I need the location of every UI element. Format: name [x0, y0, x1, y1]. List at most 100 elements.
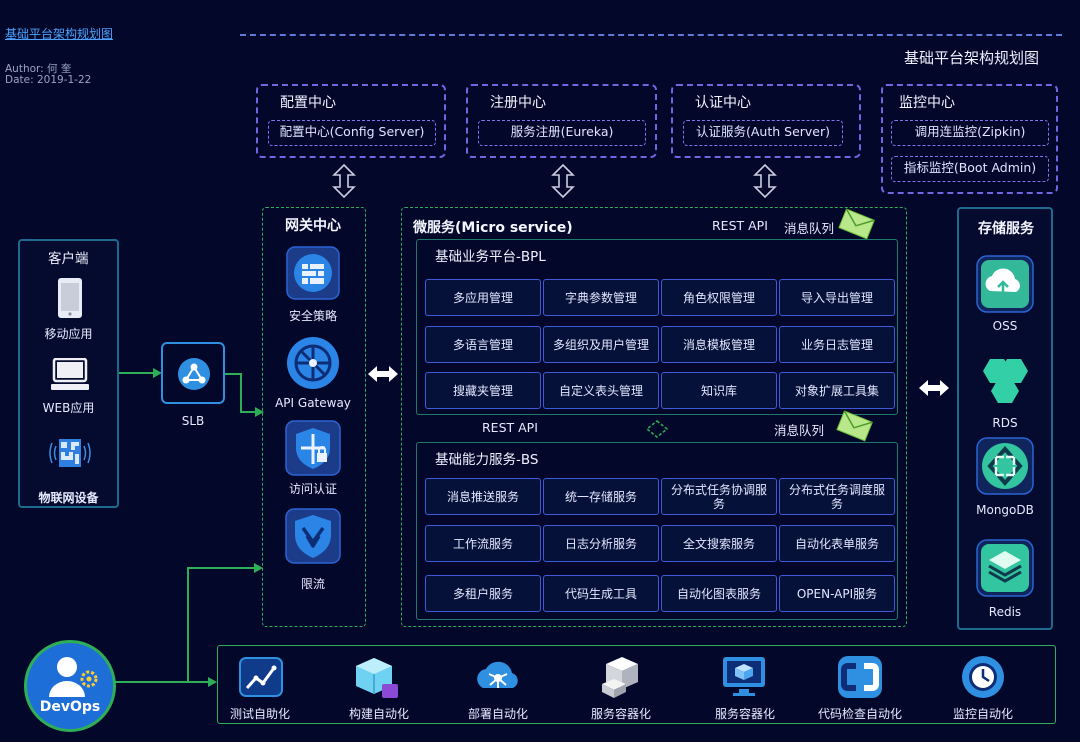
devops-item-label: 服务容器化: [590, 707, 651, 721]
auth-server-item[interactable]: 认证服务(Auth Server): [683, 120, 843, 146]
config-center-group: 配置中心 配置中心(Config Server): [256, 84, 446, 158]
header-divider: [240, 34, 1062, 36]
mongodb-label: MongoDB: [976, 503, 1034, 517]
gateway-title: 网关中心: [285, 218, 341, 234]
container-monitor-icon: [723, 657, 765, 696]
firewall-icon: [286, 246, 340, 300]
bpl-title: 基础业务平台-BPL: [435, 249, 546, 265]
registry-double-arrow-icon: [551, 163, 575, 199]
rest-api-label: REST API: [712, 218, 768, 233]
cloud-storage-icon: [976, 255, 1034, 313]
devops-label: DevOps: [39, 699, 101, 715]
monitor-center-group: 监控中心 调用连监控(Zipkin) 指标监控(Boot Admin): [881, 84, 1058, 194]
bs-cell[interactable]: 消息推送服务: [425, 478, 541, 515]
bpl-cell[interactable]: 消息模板管理: [661, 326, 777, 363]
bs-cell[interactable]: 多租户服务: [425, 575, 541, 612]
bpl-cell[interactable]: 多组织及用户管理: [543, 326, 659, 363]
client-panel: 客户端 移动应用 WEB应用 物联网设备: [18, 239, 119, 508]
devops-item-label: 构建自动化: [348, 707, 409, 721]
mobile-phone-icon: [58, 278, 82, 318]
iot-device-icon: [49, 439, 91, 467]
redis-label: Redis: [988, 605, 1022, 619]
microservice-title: 微服务(Micro service): [413, 220, 573, 236]
devops-item-label: 部署自动化: [467, 707, 528, 721]
author-text: Author: 何 奎: [5, 63, 72, 75]
bs-subpanel: 基础能力服务-BS 消息推送服务 统一存储服务 分布式任务协调服务 分布式任务调…: [416, 442, 898, 620]
shield-lock-icon: [285, 420, 341, 476]
boot-admin-item[interactable]: 指标监控(Boot Admin): [891, 156, 1049, 182]
diagram-title: 基础平台架构规划图: [904, 49, 1040, 67]
bpl-cell[interactable]: 导入导出管理: [779, 279, 895, 316]
container-boxes-icon: [602, 657, 638, 698]
message-queue-label: 消息队列: [784, 221, 835, 236]
group-title: 配置中心: [280, 95, 336, 111]
oss-label: OSS: [992, 319, 1018, 333]
bpl-cell[interactable]: 字典参数管理: [543, 279, 659, 316]
config-double-arrow-icon: [332, 163, 356, 199]
bs-cell[interactable]: 代码生成工具: [543, 575, 659, 612]
storage-panel: 存储服务 OSS RDS MongoDB Redis: [957, 207, 1053, 630]
auth-center-group: 认证中心 认证服务(Auth Server): [671, 84, 861, 158]
bpl-cell[interactable]: 角色权限管理: [661, 279, 777, 316]
devops-item-label: 服务容器化: [714, 707, 775, 721]
bs-cell[interactable]: 分布式任务协调服务: [661, 478, 777, 515]
slb-node[interactable]: [161, 342, 225, 404]
iot-device-label: 物联网设备: [38, 491, 99, 505]
test-chart-icon: [239, 657, 283, 697]
auth-double-arrow-icon: [753, 163, 777, 199]
envelope-icon: [838, 208, 875, 240]
microservice-panel: 微服务(Micro service) REST API 消息队列 基础业务平台-…: [401, 207, 907, 627]
bpl-cell[interactable]: 自定义表头管理: [543, 372, 659, 409]
mid-message-queue-label: 消息队列: [774, 423, 825, 438]
security-policy-label: 安全策略: [288, 309, 337, 323]
bs-cell[interactable]: 分布式任务调度服务: [779, 478, 895, 515]
devops-node[interactable]: DevOps: [24, 640, 116, 732]
slb-label: SLB: [181, 414, 205, 428]
zipkin-item[interactable]: 调用连监控(Zipkin): [891, 120, 1049, 146]
bpl-cell[interactable]: 对象扩展工具集: [779, 372, 895, 409]
bpl-cell[interactable]: 多应用管理: [425, 279, 541, 316]
rate-limit-label: 限流: [300, 577, 325, 591]
bs-cell[interactable]: 工作流服务: [425, 525, 541, 562]
micro-storage-double-arrow-icon: [919, 380, 949, 396]
api-gateway-icon: [287, 337, 339, 389]
web-app-label: WEB应用: [42, 401, 95, 415]
redis-stack-icon: [976, 539, 1034, 597]
api-gateway-label: API Gateway: [275, 396, 351, 410]
bs-cell[interactable]: 日志分析服务: [543, 525, 659, 562]
access-auth-label: 访问认证: [288, 482, 337, 496]
bs-cell[interactable]: 统一存储服务: [543, 478, 659, 515]
registry-center-group: 注册中心 服务注册(Eureka): [466, 84, 657, 158]
devops-item-label: 测试自助化: [229, 707, 290, 721]
load-balancer-icon: [178, 358, 210, 390]
desktop-computer-icon: [51, 358, 89, 390]
deploy-cloud-icon: [477, 661, 518, 688]
bpl-subpanel: 基础业务平台-BPL 多应用管理 字典参数管理 角色权限管理 导入导出管理 多语…: [416, 239, 898, 415]
bs-cell[interactable]: OPEN-API服务: [779, 575, 895, 612]
eureka-item[interactable]: 服务注册(Eureka): [478, 120, 646, 146]
rds-label: RDS: [992, 416, 1018, 430]
database-hexagon-icon: [983, 359, 1028, 403]
page-title-link[interactable]: 基础平台架构规划图: [5, 27, 114, 41]
group-title: 认证中心: [695, 95, 751, 111]
bpl-cell[interactable]: 知识库: [661, 372, 777, 409]
client-to-slb-arrow: [119, 368, 162, 378]
bpl-cell[interactable]: 多语言管理: [425, 326, 541, 363]
gateway-center-panel: 网关中心 安全策略 API Gateway 访问认证 限流: [262, 207, 366, 627]
bpl-cell[interactable]: 搜藏夹管理: [425, 372, 541, 409]
mid-rest-api-label: REST API: [482, 420, 538, 435]
bs-cell[interactable]: 全文搜索服务: [661, 525, 777, 562]
storage-title: 存储服务: [978, 221, 1034, 237]
devops-item-label: 监控自动化: [952, 707, 1013, 721]
client-title: 客户端: [48, 251, 89, 267]
code-check-icon: [838, 656, 882, 698]
shield-rate-limit-icon: [285, 508, 341, 564]
group-title: 注册中心: [490, 95, 546, 111]
monitor-clock-icon: [962, 656, 1004, 698]
bs-cell[interactable]: 自动化表单服务: [779, 525, 895, 562]
devops-user-icon: [49, 657, 98, 697]
bs-cell[interactable]: 自动化图表服务: [661, 575, 777, 612]
bpl-cell[interactable]: 业务日志管理: [779, 326, 895, 363]
build-cube-icon: [356, 658, 398, 698]
config-server-item[interactable]: 配置中心(Config Server): [268, 120, 436, 146]
